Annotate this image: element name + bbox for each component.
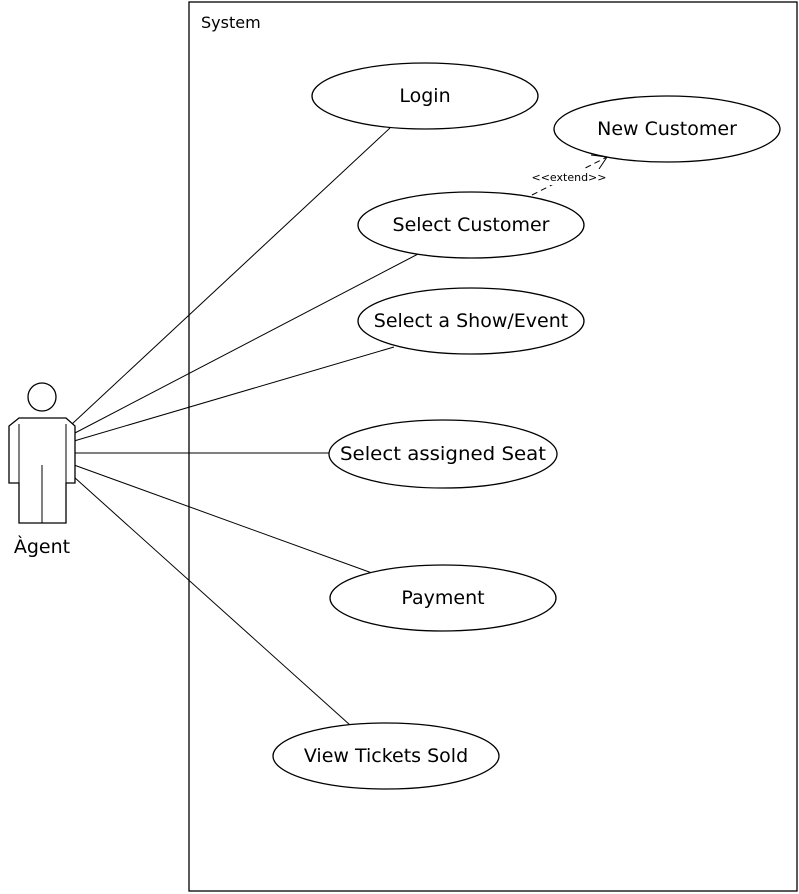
actor-agent[interactable]: Àgent (8, 382, 76, 558)
use-case-select-customer-label: Select Customer (393, 214, 550, 236)
use-case-select-customer[interactable]: Select Customer (357, 191, 585, 259)
use-case-view-tickets[interactable]: View Tickets Sold (272, 722, 500, 790)
system-label: System (201, 13, 261, 32)
association-payment (73, 464, 373, 574)
association-select-customer (72, 253, 419, 435)
extend-label: <<extend>> (532, 171, 607, 184)
use-case-view-tickets-label: View Tickets Sold (304, 745, 468, 767)
use-case-login[interactable]: Login (311, 62, 539, 130)
use-case-payment-label: Payment (401, 587, 484, 609)
use-case-new-customer[interactable]: New Customer (553, 95, 781, 163)
stick-figure-actor-icon (8, 382, 76, 524)
association-view-tickets (73, 476, 351, 726)
association-login (71, 127, 391, 425)
association-select-show (73, 346, 395, 442)
use-case-new-customer-label: New Customer (597, 118, 737, 140)
use-case-login-label: Login (399, 85, 450, 107)
use-case-select-show-label: Select a Show/Event (374, 310, 568, 332)
use-case-select-seat-label: Select assigned Seat (340, 443, 546, 465)
system-boundary (188, 1, 798, 892)
use-case-payment[interactable]: Payment (329, 564, 557, 632)
use-case-select-show[interactable]: Select a Show/Event (357, 287, 585, 355)
use-case-select-seat[interactable]: Select assigned Seat (328, 419, 558, 489)
actor-label: Àgent (14, 535, 70, 558)
